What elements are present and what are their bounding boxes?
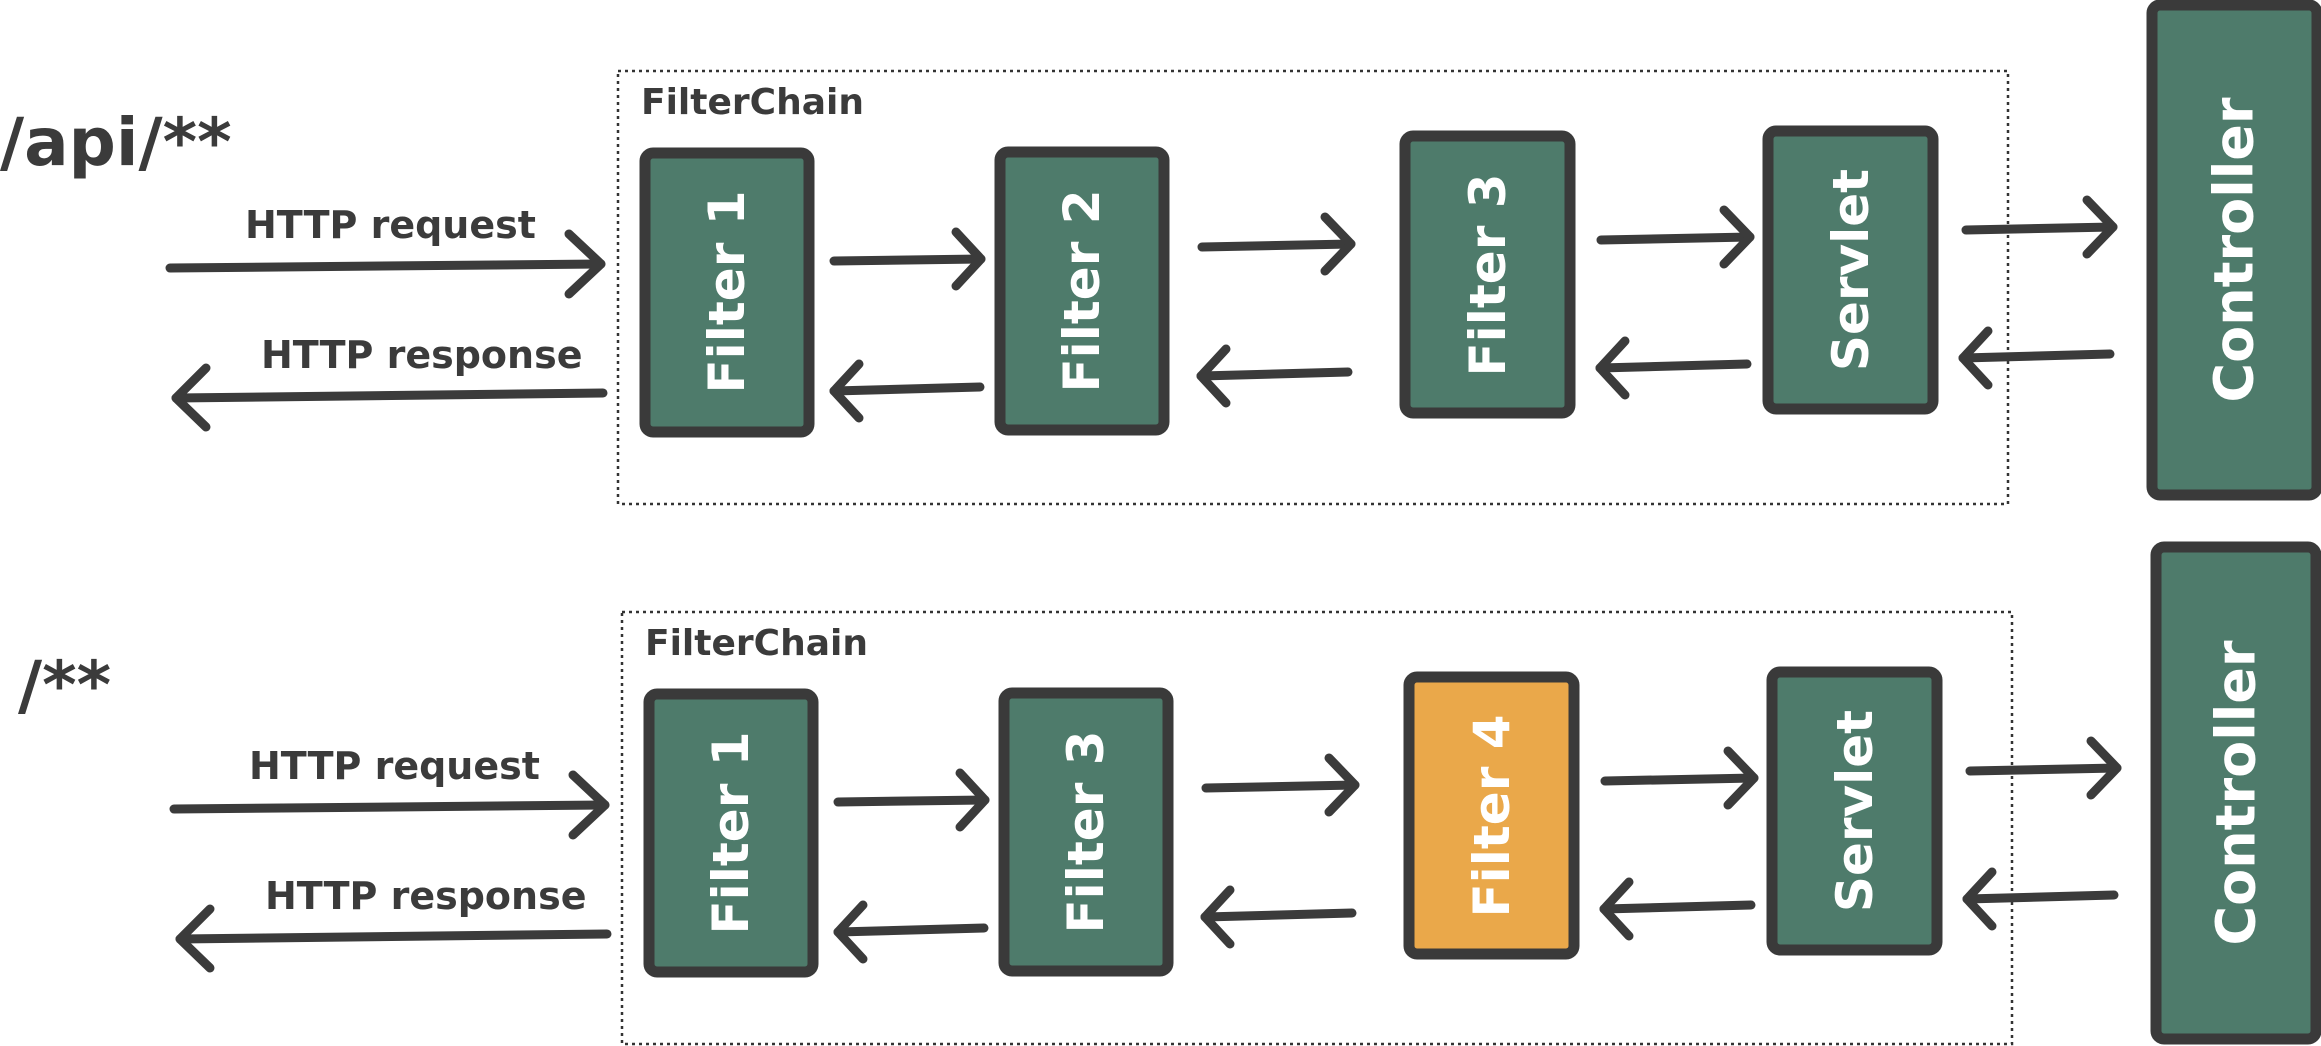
filter-box-api-3-label: Filter 3 — [1459, 173, 1517, 376]
section-root: /** FilterChain HTTP request HTTP respon… — [18, 541, 2321, 1046]
filterchain-label-api: FilterChain — [641, 82, 864, 123]
filter-box-api-2: Filter 2 — [994, 146, 1170, 436]
route-label-root: /** — [18, 647, 111, 724]
arrow-api-servlet-controller-forward — [1961, 195, 2118, 259]
http-request-arrow-api — [165, 229, 606, 299]
controller-box-root-shape — [2150, 541, 2321, 1045]
filterchain-frame-api — [616, 69, 2010, 506]
servlet-box-root-label: Servlet — [1826, 710, 1884, 912]
filter-box-root-1-shape — [643, 688, 819, 978]
servlet-box-api-label: Servlet — [1822, 169, 1880, 371]
filter-box-root-3-shape — [1403, 671, 1580, 960]
arrow-api-f1-f2-forward — [829, 227, 986, 291]
arrow-api-f2-f3-forward — [1197, 212, 1356, 276]
filter-box-root-2-label: Filter 3 — [1057, 730, 1115, 933]
servlet-box-root-shape — [1766, 666, 1943, 956]
http-response-label-api: HTTP response — [261, 333, 582, 377]
arrow-api-controller-servlet-back — [1958, 326, 2115, 390]
filter-box-api-2-shape — [994, 146, 1170, 436]
filter-box-api-3-shape — [1399, 130, 1576, 419]
arrow-root-f3-f1-back — [833, 900, 989, 964]
arrow-root-f4-servlet-forward — [1600, 746, 1759, 810]
arrow-api-f2-f1-back — [829, 359, 985, 423]
http-request-arrow-root — [169, 770, 610, 840]
filter-box-api-1: Filter 1 — [639, 147, 815, 438]
http-response-arrow-api — [171, 363, 608, 432]
section-api: /api/** FilterChain HTTP request HTTP re… — [0, 0, 2321, 506]
filter-box-root-1-label: Filter 1 — [702, 731, 760, 934]
filter-box-root-2-shape — [998, 687, 1174, 977]
arrow-api-f3-f2-back — [1196, 344, 1353, 408]
arrow-api-servlet-f3-back — [1595, 336, 1752, 400]
arrow-root-f4-f3-back — [1200, 885, 1357, 949]
filter-box-api-1-shape — [639, 147, 815, 438]
filterchain-label-root: FilterChain — [645, 623, 868, 664]
arrow-root-servlet-f4-back — [1599, 877, 1756, 941]
filterchain-frame-root — [620, 610, 2014, 1046]
servlet-box-api-shape — [1762, 125, 1939, 415]
filter-box-root-2: Filter 3 — [998, 687, 1174, 977]
filter-box-root-1: Filter 1 — [643, 688, 819, 978]
controller-box-api-label: Controller — [2203, 97, 2266, 402]
http-request-label-root: HTTP request — [249, 744, 540, 788]
arrow-api-f3-servlet-forward — [1596, 205, 1755, 269]
controller-box-api: Controller — [2146, 0, 2321, 501]
http-response-arrow-root — [175, 904, 612, 973]
controller-box-api-shape — [2146, 0, 2321, 501]
http-response-label-root: HTTP response — [265, 874, 586, 918]
controller-box-root-label: Controller — [2205, 640, 2268, 945]
servlet-box-api: Servlet — [1762, 125, 1939, 415]
filter-box-root-3: Filter 4 — [1403, 671, 1580, 960]
controller-box-root: Controller — [2150, 541, 2321, 1045]
servlet-box-root: Servlet — [1766, 666, 1943, 956]
filter-box-api-1-label: Filter 1 — [698, 190, 756, 393]
http-request-label-api: HTTP request — [245, 203, 536, 247]
arrow-root-controller-servlet-back — [1962, 867, 2119, 931]
arrow-root-servlet-controller-forward — [1965, 736, 2122, 800]
filter-box-api-2-label: Filter 2 — [1053, 189, 1111, 392]
filter-box-root-3-label: Filter 4 — [1463, 714, 1521, 917]
filter-box-api-3: Filter 3 — [1399, 130, 1576, 419]
arrow-root-f3-f4-forward — [1201, 753, 1360, 817]
route-label-api: /api/** — [0, 104, 232, 181]
arrow-root-f1-f3-forward — [833, 768, 990, 832]
